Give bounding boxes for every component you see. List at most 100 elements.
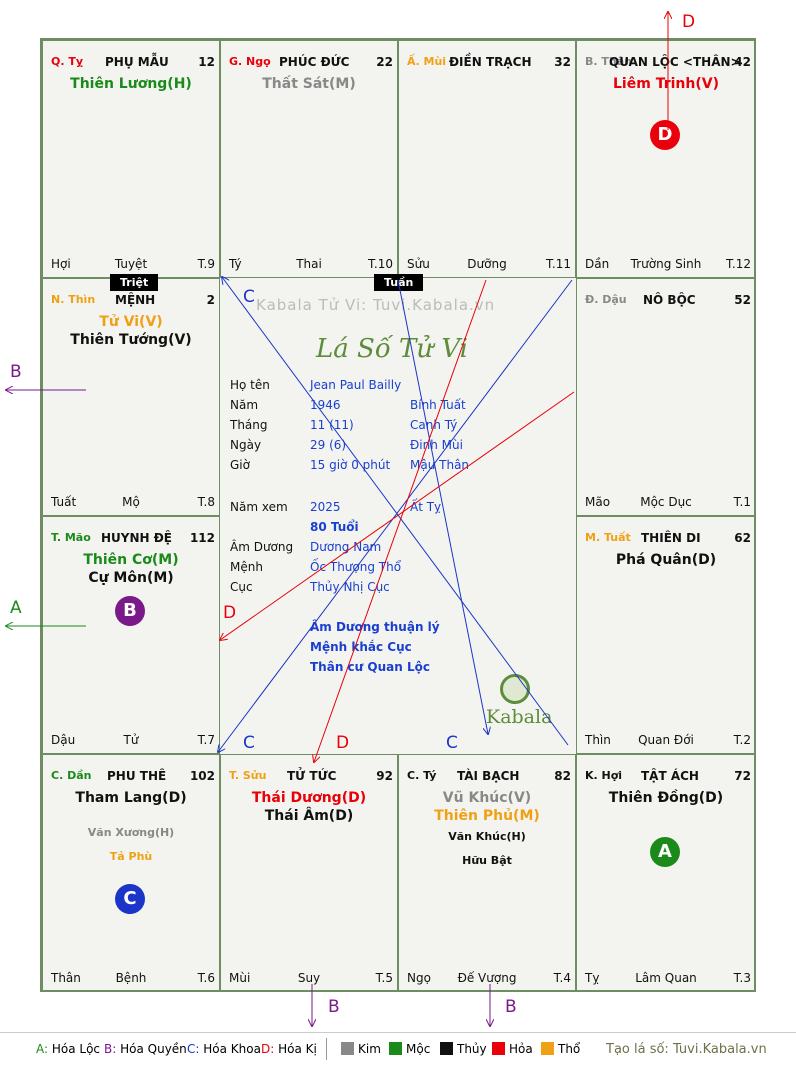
palace-branch: T. Sửu bbox=[229, 769, 267, 782]
palace-footer-br: T.7 bbox=[197, 733, 215, 747]
center-row-label: Năm bbox=[230, 398, 259, 412]
palace-number: 62 bbox=[734, 531, 751, 545]
palace-number: 72 bbox=[734, 769, 751, 783]
triet-tag: Triệt bbox=[110, 274, 159, 291]
palace-name: THIÊN DI bbox=[641, 531, 701, 545]
badge-d: D bbox=[650, 120, 680, 150]
palace-footer-br: T.3 bbox=[733, 971, 751, 985]
palace-footer-br: T.10 bbox=[368, 257, 393, 271]
center-row-v2: Mậu Thân bbox=[410, 458, 470, 472]
legend-thuy-label: Thủy bbox=[457, 1042, 487, 1056]
star: Thiên Phủ(M) bbox=[434, 808, 540, 824]
star: Phá Quân(D) bbox=[615, 552, 717, 568]
arrow-label-d-1: D bbox=[223, 603, 237, 623]
center-row2-label: Mệnh bbox=[230, 560, 263, 574]
namxem-can: Ất Tỵ bbox=[410, 500, 442, 514]
red-lines bbox=[220, 12, 668, 762]
palace-stars: Thiên Cơ(M)Cự Môn(M) bbox=[43, 551, 219, 587]
palace-footer-bl: Sửu bbox=[407, 257, 430, 271]
palace-footer-bm: Tuyệt bbox=[114, 257, 148, 271]
namxem-value: 2025 bbox=[310, 500, 341, 514]
palace-branch: N. Thìn bbox=[51, 293, 96, 306]
arrow-label-c-3: C bbox=[446, 733, 458, 753]
star: Tả Phù bbox=[109, 850, 153, 863]
palace-footer-bl: Ngọ bbox=[407, 971, 431, 985]
legend-kim: Kim bbox=[341, 1042, 381, 1056]
palace-number: 82 bbox=[554, 769, 571, 783]
blue-lines bbox=[218, 277, 573, 752]
palace-name: ĐIỀN TRẠCH bbox=[449, 55, 532, 69]
star: Cự Môn(M) bbox=[88, 570, 174, 586]
palace-branch: G. Ngọ bbox=[229, 55, 271, 68]
palace-footer-bm: Mộ bbox=[122, 495, 140, 509]
legend-moc: Mộc bbox=[389, 1042, 430, 1056]
palace-name: PHỤ MẪU bbox=[105, 55, 169, 69]
center-row-label: Giờ bbox=[230, 458, 250, 472]
palace-name: PHU THÊ bbox=[107, 769, 167, 783]
palace-footer-bm: Lâm Quan bbox=[635, 971, 697, 985]
palace-footer-bm: Dưỡng bbox=[467, 257, 507, 271]
palace-name: TẬT ÁCH bbox=[641, 769, 699, 783]
palace-footer-bm: Suy bbox=[297, 971, 321, 985]
star: Thất Sát(M) bbox=[262, 76, 356, 92]
arrow-label-a-left: A bbox=[10, 598, 22, 618]
star: Hữu Bật bbox=[462, 854, 512, 867]
arrow-overlay bbox=[0, 0, 796, 1034]
palace-branch: B. Thân bbox=[585, 55, 632, 68]
palace-footer-br: T.2 bbox=[733, 733, 751, 747]
note-1: Âm Dương thuận lý bbox=[310, 620, 440, 634]
palace-footer-bm: Tử bbox=[123, 733, 139, 747]
star: Thiên Tướng(V) bbox=[70, 332, 192, 348]
palace-stars: Tử Vi(V)Thiên Tướng(V) bbox=[43, 313, 219, 349]
palace-name: QUAN LỘC <THÂN> bbox=[609, 55, 741, 69]
palace-footer-bl: Tuất bbox=[51, 495, 77, 509]
legend-kim-label: Kim bbox=[358, 1042, 381, 1056]
legend-tho: Thổ bbox=[541, 1042, 580, 1056]
palace-footer-br: T.8 bbox=[197, 495, 215, 509]
arrow-label-b-bottom-2: B bbox=[505, 997, 517, 1017]
badge-c: C bbox=[115, 884, 145, 914]
legend-hoa-khoa: Hóa Khoa bbox=[203, 1042, 261, 1056]
palace-footer-bl: Mão bbox=[585, 495, 611, 509]
palace-number: 2 bbox=[206, 293, 215, 307]
age: 80 Tuổi bbox=[310, 520, 359, 534]
palace-footer-bm: Bệnh bbox=[115, 971, 147, 985]
center-row-v1: 29 (6) bbox=[310, 438, 347, 452]
palace-footer-bl: Hợi bbox=[51, 257, 71, 271]
palace-name: PHÚC ĐỨC bbox=[279, 55, 350, 69]
center-row-v2: Đinh Mùi bbox=[410, 438, 463, 452]
palace-footer-bm: Đế Vượng bbox=[457, 971, 517, 985]
palace-number: 52 bbox=[734, 293, 751, 307]
legend-hoa-quyen: Hóa Quyền bbox=[120, 1042, 187, 1056]
star: Vũ Khúc(V) bbox=[442, 790, 532, 806]
legend-hoa-label: Hỏa bbox=[509, 1042, 533, 1056]
center-row-label: Ngày bbox=[230, 438, 262, 452]
center-row2-label: Cục bbox=[230, 580, 253, 594]
center-row2-label: Âm Dương bbox=[230, 540, 294, 554]
palace-name: NÔ BỘC bbox=[643, 293, 696, 307]
legend-c: C: Hóa Khoa bbox=[187, 1042, 261, 1056]
palace-stars: Vũ Khúc(V)Thiên Phủ(M)Văn Khúc(H)Hữu Bật bbox=[399, 789, 575, 873]
palace-branch: C. Dần bbox=[51, 769, 92, 782]
palace-branch: Ấ. Mùi bbox=[407, 55, 447, 68]
palace-number: 12 bbox=[198, 55, 215, 69]
palace-branch: C. Tý bbox=[407, 769, 437, 782]
center-row-label: Họ tên bbox=[230, 378, 270, 392]
palace-branch: Q. Tỵ bbox=[51, 55, 84, 68]
center-row-v1: Jean Paul Bailly bbox=[310, 378, 402, 392]
palace-footer-br: T.12 bbox=[726, 257, 751, 271]
palace-footer-bl: Dần bbox=[585, 257, 610, 271]
